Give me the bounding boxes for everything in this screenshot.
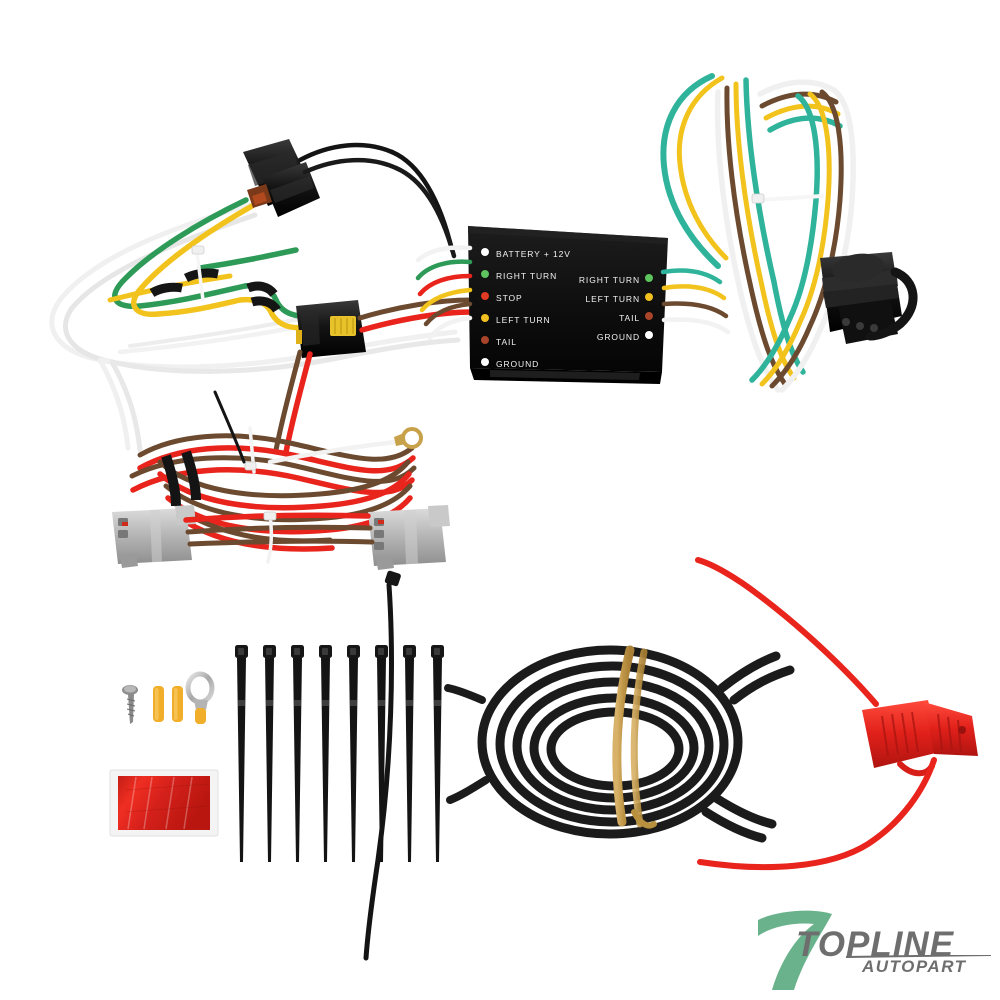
module-label-stop: STOP — [496, 293, 523, 303]
fuse-holder-leads — [695, 557, 937, 871]
module-label-right-turn: RIGHT TURN — [496, 271, 558, 281]
gray-deutsch-connector-right — [368, 505, 450, 570]
module-output-wires — [660, 268, 731, 335]
module-out-led-right-turn — [645, 274, 653, 282]
module-label-ground: GROUND — [496, 359, 540, 369]
butt-connector-2 — [172, 686, 183, 722]
brand-logo-mark — [758, 910, 832, 990]
gray-connector-wires — [183, 511, 375, 564]
zip-tie — [347, 645, 360, 862]
brand-logo-autopart: AUTOPART — [862, 957, 967, 976]
module-led-ground — [481, 358, 489, 366]
trailer-side-harness-coil — [660, 73, 856, 393]
brand-logo-underline — [846, 955, 991, 958]
zip-tie — [319, 645, 332, 862]
module-led-battery — [481, 248, 489, 256]
module-label-left-turn: LEFT TURN — [496, 315, 551, 325]
zip-tie-group — [235, 570, 444, 961]
converter-module-body — [468, 226, 668, 384]
module-label-battery: BATTERY + 12V — [496, 249, 571, 259]
zip-tie — [263, 645, 276, 862]
gray-deutsch-connector-left — [112, 505, 196, 568]
module-led-right-turn — [481, 270, 489, 278]
module-out-label-left-turn: LEFT TURN — [585, 294, 640, 304]
ring-terminal-yellow — [185, 671, 215, 724]
vehicle-side-black-connector — [243, 139, 457, 259]
zip-tie — [403, 645, 416, 862]
rubber-band — [612, 645, 657, 829]
inline-fuse-holder — [862, 700, 978, 777]
module-out-led-ground — [645, 331, 653, 339]
module-out-led-left-turn — [645, 293, 653, 301]
module-out-label-ground: GROUND — [596, 332, 640, 342]
module-led-left-turn — [481, 314, 489, 322]
module-out-label-right-turn: RIGHT TURN — [578, 275, 640, 285]
vehicle-side-wire-bundle — [49, 197, 461, 453]
module-out-label-tail: TAIL — [619, 313, 640, 323]
module-led-stop — [481, 292, 489, 300]
module-input-wires — [415, 245, 473, 341]
zip-tie-long — [363, 570, 401, 961]
zip-tie — [431, 645, 444, 862]
butt-connector-1 — [153, 686, 164, 722]
module-label-tail: TAIL — [496, 337, 517, 347]
ring-terminal-gold — [394, 427, 423, 449]
module-led-tail — [481, 336, 489, 344]
zip-tie — [291, 645, 304, 862]
four-flat-trailer-connector — [820, 252, 918, 344]
reflective-tape-packet — [109, 769, 219, 837]
self-tapping-screw — [122, 685, 138, 724]
module-out-led-tail — [645, 312, 653, 320]
inline-black-connector — [296, 300, 366, 358]
zip-tie — [235, 645, 248, 862]
